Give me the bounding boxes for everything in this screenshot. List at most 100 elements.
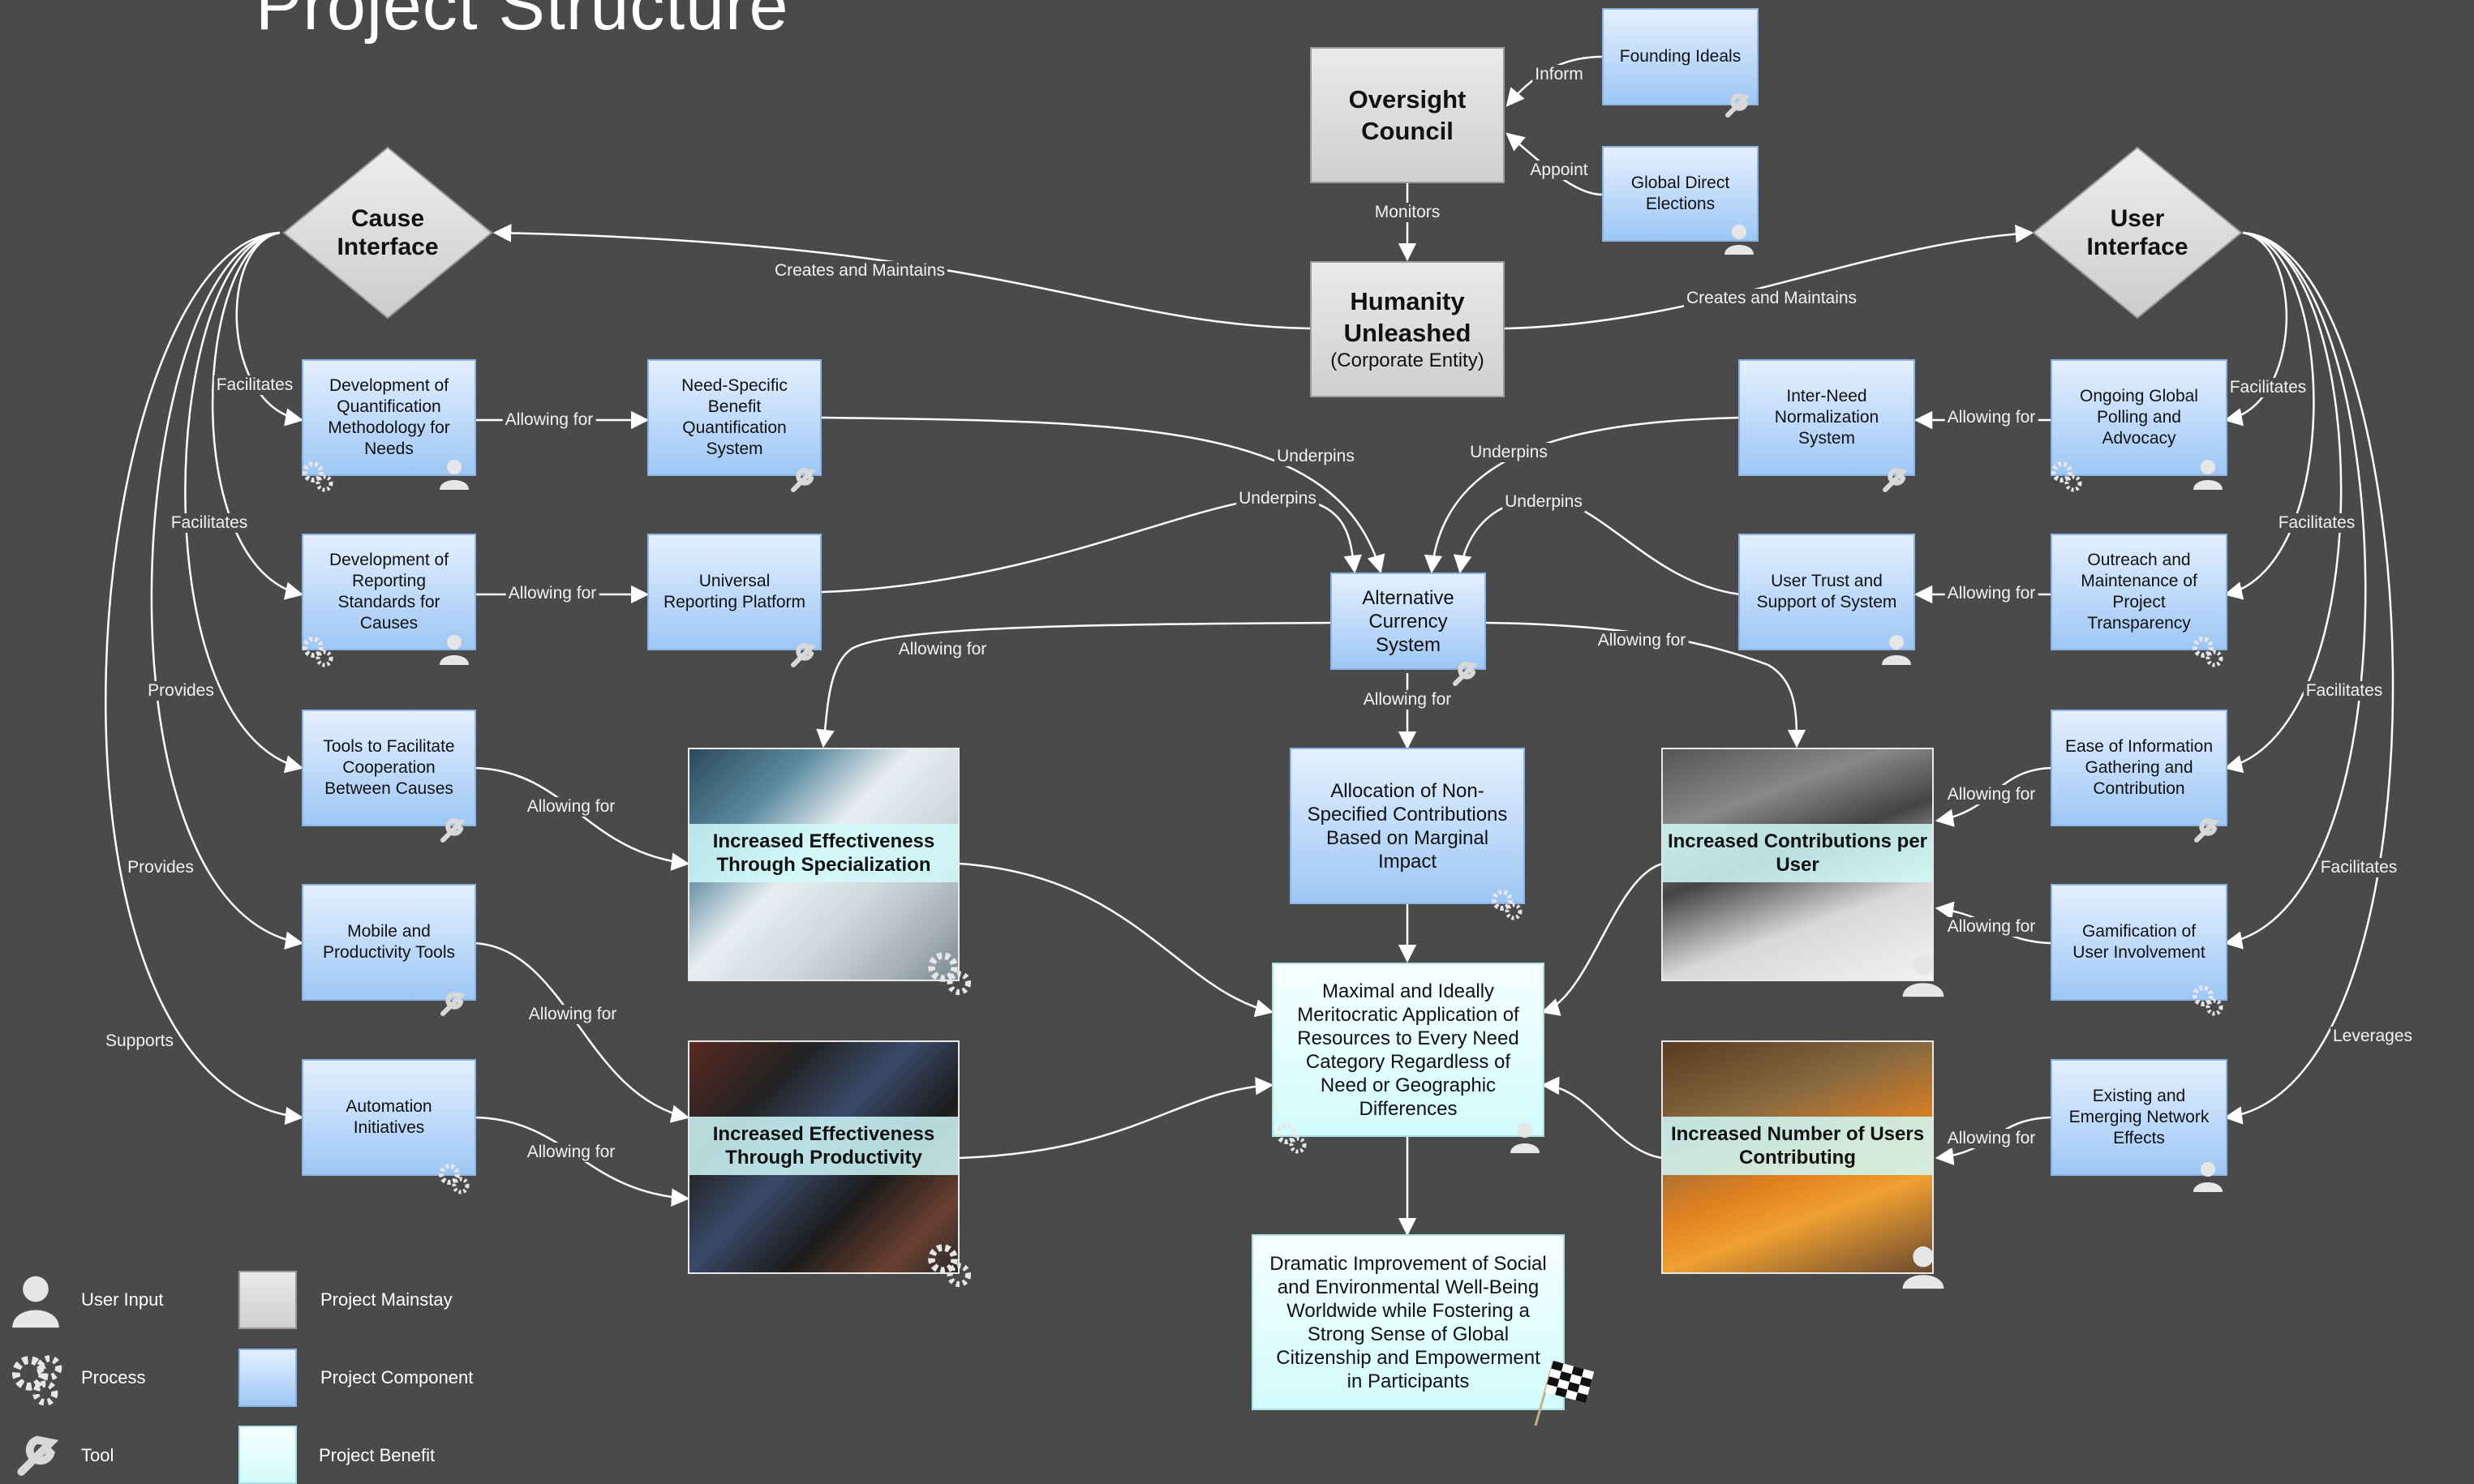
edge-cause-devreporting bbox=[211, 231, 304, 600]
process-gears-icon bbox=[2193, 637, 2223, 667]
edge-label-allowing-l5: Allowing for bbox=[524, 1143, 618, 1162]
alt-currency-label: Alternative Currency System bbox=[1362, 586, 1454, 656]
edge-needspecific-altcurrency bbox=[821, 416, 1385, 574]
node-alternative-currency[interactable]: Alternative Currency System bbox=[1330, 573, 1486, 670]
edge-label-inform: Inform bbox=[1532, 65, 1586, 84]
checkered-flag-icon bbox=[1534, 1361, 1595, 1426]
node-universal-reporting[interactable]: Universal Reporting Platform bbox=[647, 534, 822, 650]
node-effectiveness-specialization[interactable]: Increased Effectiveness Through Speciali… bbox=[688, 748, 960, 981]
num-users-label: Increased Number of Users Contributing bbox=[1670, 1123, 1925, 1169]
node-allocation[interactable]: Allocation of Non-Specified Contribution… bbox=[1290, 748, 1525, 904]
edge-label-allowing-l4: Allowing for bbox=[526, 1005, 620, 1024]
process-gears-icon bbox=[1492, 890, 1523, 920]
node-inter-need-normalization[interactable]: Inter-Need Normalization System bbox=[1738, 359, 1915, 476]
user-input-icon bbox=[440, 460, 469, 490]
edge-userint-gamification bbox=[2223, 231, 2367, 950]
node-dev-quantification[interactable]: Development of Quantification Methodolog… bbox=[302, 359, 476, 476]
legend-component-label: Project Component bbox=[320, 1367, 474, 1387]
node-global-direct-elections[interactable]: Global Direct Elections bbox=[1602, 146, 1759, 242]
tool-wrench-icon bbox=[1725, 92, 1751, 118]
edge-effspecial-maximal bbox=[959, 862, 1274, 1018]
edge-label-allowing-r4: Allowing for bbox=[1944, 917, 2038, 937]
edge-humanity-user-interface bbox=[1504, 225, 2034, 330]
tools-coop-label: Tools to Facilitate Cooperation Between … bbox=[323, 737, 455, 798]
node-humanity-unleashed[interactable]: Humanity Unleashed (Corporate Entity) bbox=[1310, 261, 1505, 397]
network-label: Existing and Emerging Network Effects bbox=[2068, 1087, 2210, 1147]
process-gears-icon bbox=[928, 952, 972, 996]
node-oversight-council[interactable]: Oversight Council bbox=[1310, 47, 1505, 183]
node-user-interface[interactable]: User Interface bbox=[2032, 146, 2243, 320]
node-user-trust[interactable]: User Trust and Support of System bbox=[1738, 534, 1915, 650]
edge-label-allowing-l3: Allowing for bbox=[524, 797, 618, 817]
node-dramatic-improvement[interactable]: Dramatic Improvement of Social and Envir… bbox=[1252, 1234, 1565, 1410]
legend-mainstay-swatch bbox=[238, 1271, 297, 1329]
node-effectiveness-productivity[interactable]: Increased Effectiveness Through Producti… bbox=[688, 1040, 960, 1274]
edge-label-underpins-4: Underpins bbox=[1502, 492, 1585, 512]
user-input-icon bbox=[2193, 460, 2223, 490]
allocation-label: Allocation of Non-Specified Contribution… bbox=[1307, 779, 1508, 873]
process-gears-icon bbox=[928, 1244, 972, 1288]
node-number-users[interactable]: Increased Number of Users Contributing bbox=[1661, 1040, 1934, 1274]
edge-label-allowing-r1: Allowing for bbox=[1944, 408, 2038, 427]
edge-userint-outreach bbox=[2223, 231, 2315, 600]
edge-label-allowing-r2: Allowing for bbox=[1944, 584, 2038, 603]
edge-userint-polling bbox=[2223, 231, 2288, 427]
edge-numusers-maximal bbox=[1540, 1076, 1664, 1160]
edge-effproduct-maximal bbox=[959, 1076, 1274, 1160]
maximal-label: Maximal and Ideally Meritocratic Applica… bbox=[1297, 980, 1519, 1120]
edge-label-provides-l1: Provides bbox=[145, 681, 217, 701]
edge-label-supports: Supports bbox=[102, 1032, 177, 1051]
legend-tool-label: Tool bbox=[81, 1445, 114, 1465]
edge-cause-mobile bbox=[150, 231, 304, 950]
node-oversight-label: Oversight Council bbox=[1348, 85, 1467, 145]
edge-universal-altcurrency bbox=[821, 496, 1362, 594]
edge-label-facilitates-r2: Facilitates bbox=[2275, 513, 2358, 533]
edge-label-allowing-r3: Allowing for bbox=[1944, 785, 2038, 804]
node-need-specific-benefit[interactable]: Need-Specific Benefit Quantification Sys… bbox=[647, 359, 822, 476]
founding-ideals-label: Founding Ideals bbox=[1619, 47, 1742, 66]
edge-label-creates-left: Creates and Maintains bbox=[771, 261, 948, 281]
user-input-icon bbox=[1902, 954, 1944, 997]
user-input-icon bbox=[1882, 635, 1911, 665]
node-dev-reporting-standards[interactable]: Development of Reporting Standards for C… bbox=[302, 534, 476, 650]
user-input-icon bbox=[2193, 1162, 2223, 1192]
edge-label-appoint: Appoint bbox=[1527, 161, 1591, 180]
tool-wrench-icon bbox=[791, 467, 817, 492]
edge-label-creates-right: Creates and Maintains bbox=[1683, 289, 1860, 308]
edge-altcurrency-contribuser bbox=[1485, 621, 1806, 748]
node-cause-interface[interactable]: Cause Interface bbox=[282, 146, 493, 320]
legend-component-swatch bbox=[238, 1349, 297, 1407]
legend-benefit-swatch bbox=[238, 1426, 297, 1484]
node-tools-cooperation[interactable]: Tools to Facilitate Cooperation Between … bbox=[302, 710, 476, 826]
node-mobile-tools[interactable]: Mobile and Productivity Tools bbox=[302, 884, 476, 1001]
node-contributions-per-user[interactable]: Increased Contributions per User bbox=[1661, 748, 1934, 981]
node-maximal-application[interactable]: Maximal and Ideally Meritocratic Applica… bbox=[1272, 963, 1544, 1137]
edge-label-monitors: Monitors bbox=[1372, 203, 1443, 222]
edge-label-allowing-r5: Allowing for bbox=[1944, 1129, 2038, 1148]
node-outreach-transparency[interactable]: Outreach and Maintenance of Project Tran… bbox=[2051, 534, 2227, 650]
edge-label-underpins-2: Underpins bbox=[1236, 489, 1319, 508]
dev-reporting-label: Development of Reporting Standards for C… bbox=[329, 551, 449, 633]
edge-label-facilitates-r3: Facilitates bbox=[2303, 681, 2386, 701]
edge-internorm-altcurrency bbox=[1424, 416, 1741, 574]
contrib-user-label: Increased Contributions per User bbox=[1667, 830, 1928, 876]
eff-product-label: Increased Effectiveness Through Producti… bbox=[712, 1123, 935, 1169]
edge-humanity-cause-interface bbox=[492, 224, 1311, 330]
node-network-effects[interactable]: Existing and Emerging Network Effects bbox=[2051, 1059, 2227, 1176]
edge-label-provides-l2: Provides bbox=[125, 858, 196, 877]
ease-info-label: Ease of Information Gathering and Contri… bbox=[2064, 737, 2214, 798]
node-automation-initiatives[interactable]: Automation Initiatives bbox=[302, 1059, 476, 1176]
process-gears-icon bbox=[1276, 1123, 1307, 1154]
diamond-shape bbox=[2032, 146, 2243, 320]
node-ease-information[interactable]: Ease of Information Gathering and Contri… bbox=[2051, 710, 2227, 826]
node-founding-ideals[interactable]: Founding Ideals bbox=[1602, 8, 1759, 105]
legend-process-icon bbox=[11, 1355, 62, 1406]
node-humanity-sublabel: (Corporate Entity) bbox=[1330, 350, 1484, 371]
universal-reporting-label: Universal Reporting Platform bbox=[663, 572, 806, 611]
cause-interface-label: Cause Interface bbox=[337, 205, 439, 260]
node-gamification[interactable]: Gamification of User Involvement bbox=[2051, 884, 2227, 1001]
legend-user-input-label: User Input bbox=[81, 1289, 164, 1310]
node-ongoing-polling[interactable]: Ongoing Global Polling and Advocacy bbox=[2051, 359, 2227, 476]
dramatic-label: Dramatic Improvement of Social and Envir… bbox=[1269, 1252, 1547, 1392]
user-interface-label: User Interface bbox=[2086, 205, 2188, 260]
